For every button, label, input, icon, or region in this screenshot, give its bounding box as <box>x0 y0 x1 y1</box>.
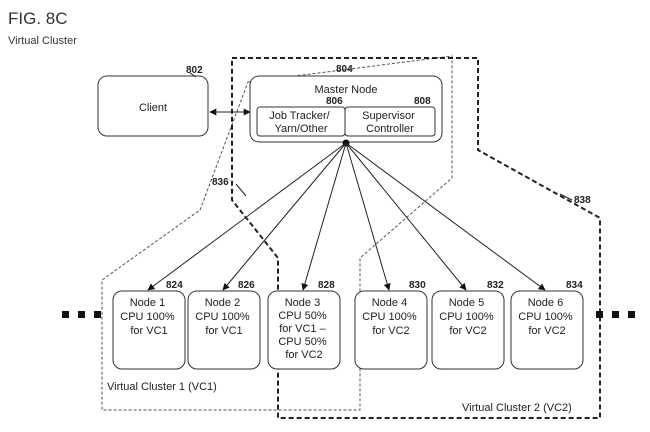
node-3-box <box>267 290 341 370</box>
node-3-label: Node 3 CPU 50% for VC1 – CPU 50% for VC2 <box>278 297 329 361</box>
master-node-ref: 804 <box>336 64 353 75</box>
node-1-box <box>112 290 186 370</box>
job-tracker-label: Job Tracker/ Yarn/Other <box>269 110 333 135</box>
node-4-box <box>354 290 428 370</box>
figure-title: FIG. 8C <box>8 9 68 28</box>
virtual-cluster-1-boundary <box>101 55 453 411</box>
client-label: Client <box>139 102 167 114</box>
node-5-box <box>431 290 505 370</box>
node-1-label: Node 1 CPU 100% for VC1 <box>120 297 177 337</box>
node-4-ref: 830 <box>409 280 426 291</box>
virtual-cluster-2-label: Virtual Cluster 2 (VC2) <box>462 402 572 414</box>
node-5-label: Node 5 CPU 100% for VC2 <box>439 297 496 337</box>
node-2-label: Node 2 CPU 100% for VC1 <box>195 297 252 337</box>
continuation-dots-left <box>62 311 101 318</box>
arrow-to-node-2 <box>222 142 347 291</box>
virtual-cluster-2-boundary <box>231 57 601 419</box>
node-6-label: Node 6 CPU 100% for VC2 <box>518 297 575 337</box>
supervisor-controller-ref: 808 <box>414 96 431 107</box>
node-2-box <box>187 290 261 370</box>
client-box <box>97 75 209 137</box>
virtual-cluster-1-ref: 836 <box>212 177 229 188</box>
virtual-cluster-2-ref: 838 <box>574 195 591 206</box>
continuation-dots-right <box>596 311 635 318</box>
figure-subtitle: Virtual Cluster <box>8 35 77 47</box>
node-1-ref: 824 <box>166 280 183 291</box>
master-node-label: Master Node <box>315 84 378 96</box>
master-to-node-arrows <box>147 142 546 291</box>
supervisor-controller-label: Supervisor Controller <box>362 110 418 135</box>
node-5-ref: 832 <box>487 280 504 291</box>
node-6-box <box>510 290 584 370</box>
node-4-label: Node 4 CPU 100% for VC2 <box>362 297 419 337</box>
node-3-ref: 828 <box>318 280 335 291</box>
arrow-to-node-4 <box>345 142 391 291</box>
supervisor-controller-box <box>344 106 436 137</box>
client-ref: 802 <box>186 65 203 76</box>
node-6-ref: 834 <box>566 280 583 291</box>
arrow-to-node-1 <box>147 142 347 291</box>
arrow-to-node-5 <box>345 142 467 291</box>
arrow-to-node-6 <box>345 142 546 291</box>
node-2-ref: 826 <box>238 280 255 291</box>
arrow-to-node-3 <box>301 142 347 291</box>
virtual-cluster-1-label: Virtual Cluster 1 (VC1) <box>107 381 217 393</box>
job-tracker-ref: 806 <box>326 96 343 107</box>
